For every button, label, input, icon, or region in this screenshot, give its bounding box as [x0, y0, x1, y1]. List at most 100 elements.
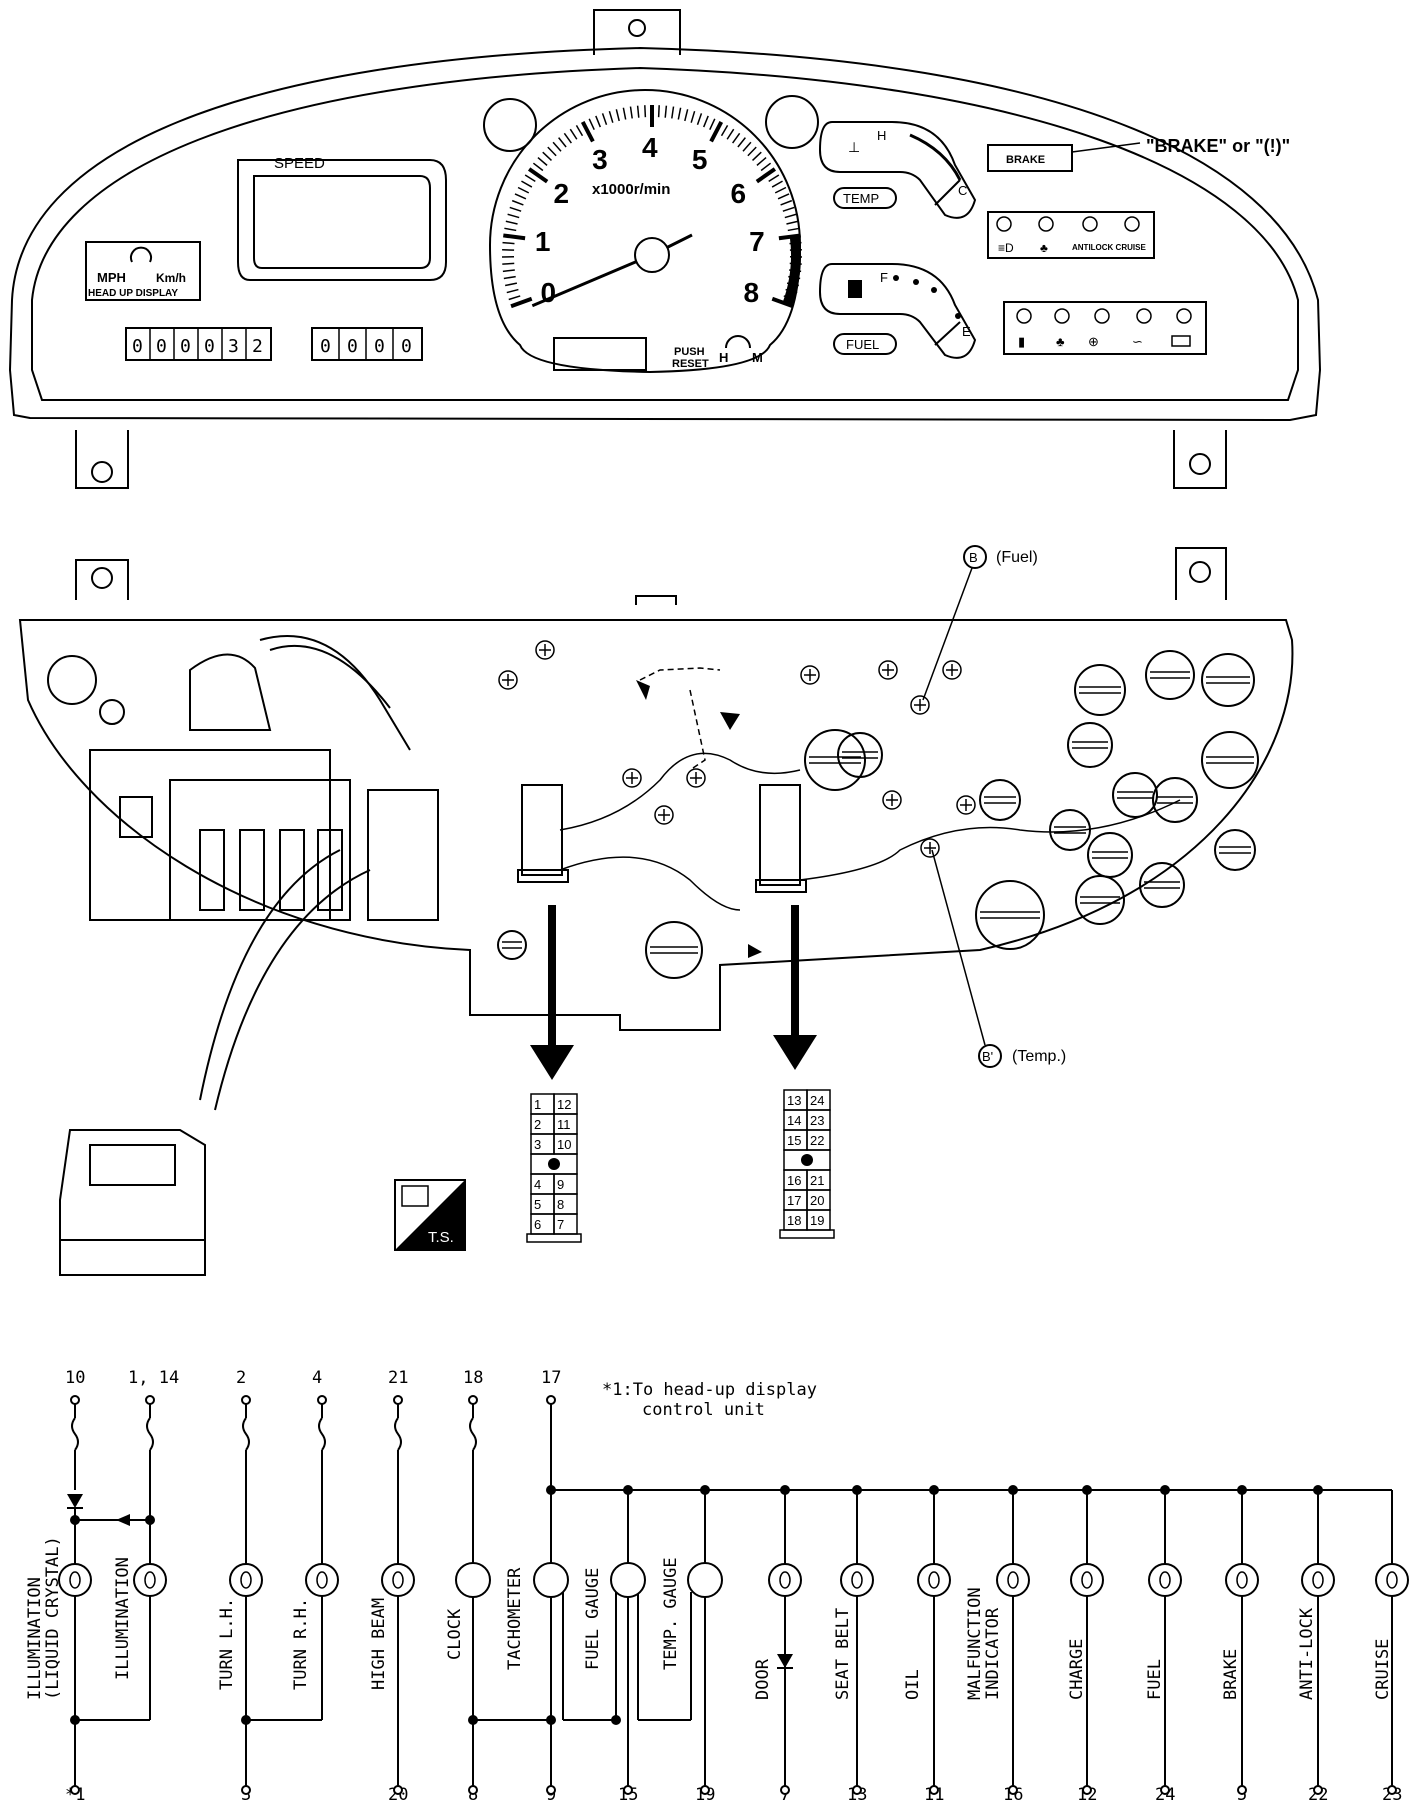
arrow-head — [530, 1045, 574, 1080]
hud-wire-bundle — [260, 636, 410, 750]
tach-tick — [609, 111, 612, 123]
connector-key-dot — [548, 1158, 560, 1170]
note-line-2: control unit — [642, 1400, 765, 1420]
fuse-symbol — [147, 1418, 153, 1450]
warning-lamp — [997, 217, 1011, 231]
tach-tick — [678, 108, 680, 120]
fuel-scale-dot — [931, 287, 937, 293]
connector-pin-number: 22 — [810, 1133, 824, 1148]
odometer-digit: 0 — [156, 336, 167, 357]
diode-symbol — [116, 1514, 130, 1526]
terminal — [242, 1396, 250, 1404]
warning-lamp — [1055, 309, 1069, 323]
tach-tick — [738, 138, 745, 147]
fuel-scale-dot — [913, 279, 919, 285]
connector-pin-number: 16 — [787, 1173, 801, 1188]
gauge-symbol — [456, 1563, 490, 1597]
connector-pin-number: 15 — [787, 1133, 801, 1148]
tach-tick — [783, 207, 794, 211]
fuse-symbol — [319, 1418, 325, 1450]
warning-lamp — [1083, 217, 1097, 231]
unit-mph-label: MPH — [97, 270, 126, 285]
terminal — [71, 1396, 79, 1404]
tach-tick — [511, 299, 532, 307]
bulb-socket-hole — [1215, 830, 1255, 870]
tach-tick — [589, 119, 594, 130]
mount-hole — [92, 568, 112, 588]
connector-pin-number: 8 — [557, 1197, 564, 1212]
tach-number: 1 — [535, 226, 551, 257]
bulb-symbol — [1376, 1564, 1408, 1596]
fuel-pump-icon — [848, 280, 862, 298]
tach-tick — [503, 243, 515, 244]
connector-pin-number: 17 — [787, 1193, 801, 1208]
tach-tick — [630, 107, 632, 119]
ground-ref-fuel-leader — [923, 568, 972, 700]
pcb-trace — [560, 753, 800, 830]
tach-tick — [781, 201, 792, 205]
bulb-socket-hole — [805, 730, 865, 790]
tach-tick — [623, 108, 625, 120]
tach-tick — [564, 133, 571, 143]
tach-unit-label: x1000r/min — [592, 181, 670, 198]
tach-tick — [525, 175, 535, 181]
screw-hole — [687, 769, 705, 787]
branch-label: CRUISE — [1373, 1639, 1393, 1700]
connector-base — [527, 1234, 581, 1242]
mount-hole — [629, 20, 645, 36]
bulb-socket-hole — [498, 931, 526, 959]
bulb-socket-hole — [1202, 732, 1258, 788]
tach-tick — [743, 142, 751, 151]
bottom-right-mount-tab — [1174, 430, 1226, 488]
tach-tick — [503, 270, 515, 271]
tach-tick — [521, 181, 531, 187]
brake-callout-text: "BRAKE" or "(!)" — [1146, 136, 1290, 156]
fuel-needle — [935, 322, 960, 345]
hud-control-module — [90, 750, 330, 920]
connector-pin-number: 5 — [534, 1197, 541, 1212]
warning-lamp — [1095, 309, 1109, 323]
branch-label: (LIQUID CRYSTAL) — [43, 1536, 63, 1700]
tach-tick — [769, 175, 779, 181]
tach-tick — [757, 158, 766, 166]
odometer-digit: 0 — [180, 336, 191, 357]
tach-tick — [538, 158, 547, 166]
terminal — [242, 1786, 250, 1794]
screw-hole — [883, 791, 901, 809]
screw-hole — [957, 796, 975, 814]
branch-label: MALFUNCTION — [965, 1587, 985, 1700]
branch-label: ILLUMINATION — [25, 1577, 45, 1700]
tach-number: 2 — [554, 178, 570, 209]
branch-label: SEAT BELT — [833, 1608, 853, 1700]
tach-tick — [778, 194, 789, 199]
tach-tick — [665, 106, 666, 118]
bulb-socket-hole — [1075, 665, 1125, 715]
bulb-symbol — [997, 1564, 1029, 1596]
terminal — [146, 1396, 154, 1404]
connector-pin-number: 2 — [534, 1117, 541, 1132]
connector-pin-number: 14 — [787, 1113, 801, 1128]
warning-lamps-lower — [1017, 309, 1191, 323]
tach-tick — [710, 119, 715, 130]
harness-grommet — [48, 656, 96, 704]
ground-ref-fuel-letter: B — [969, 550, 978, 565]
battery-icon — [1172, 336, 1190, 346]
warning-lamp — [1137, 309, 1151, 323]
terminal — [930, 1786, 938, 1794]
speed-display-window — [238, 160, 446, 280]
oil-icon: ∽ — [1132, 334, 1143, 349]
terminal — [394, 1786, 402, 1794]
tripmeter-digit: 0 — [320, 336, 331, 357]
ground-ref-fuel-text: (Fuel) — [996, 549, 1038, 566]
rear-mount-tab — [76, 560, 128, 600]
connector-pin-number: 3 — [534, 1137, 541, 1152]
tach-tick — [576, 125, 582, 135]
terminal — [701, 1786, 709, 1794]
gauge-symbol — [611, 1563, 645, 1597]
branch-label: FUEL — [1145, 1659, 1165, 1700]
fuel-scale-dot — [955, 313, 961, 319]
bulb-symbol — [918, 1564, 950, 1596]
